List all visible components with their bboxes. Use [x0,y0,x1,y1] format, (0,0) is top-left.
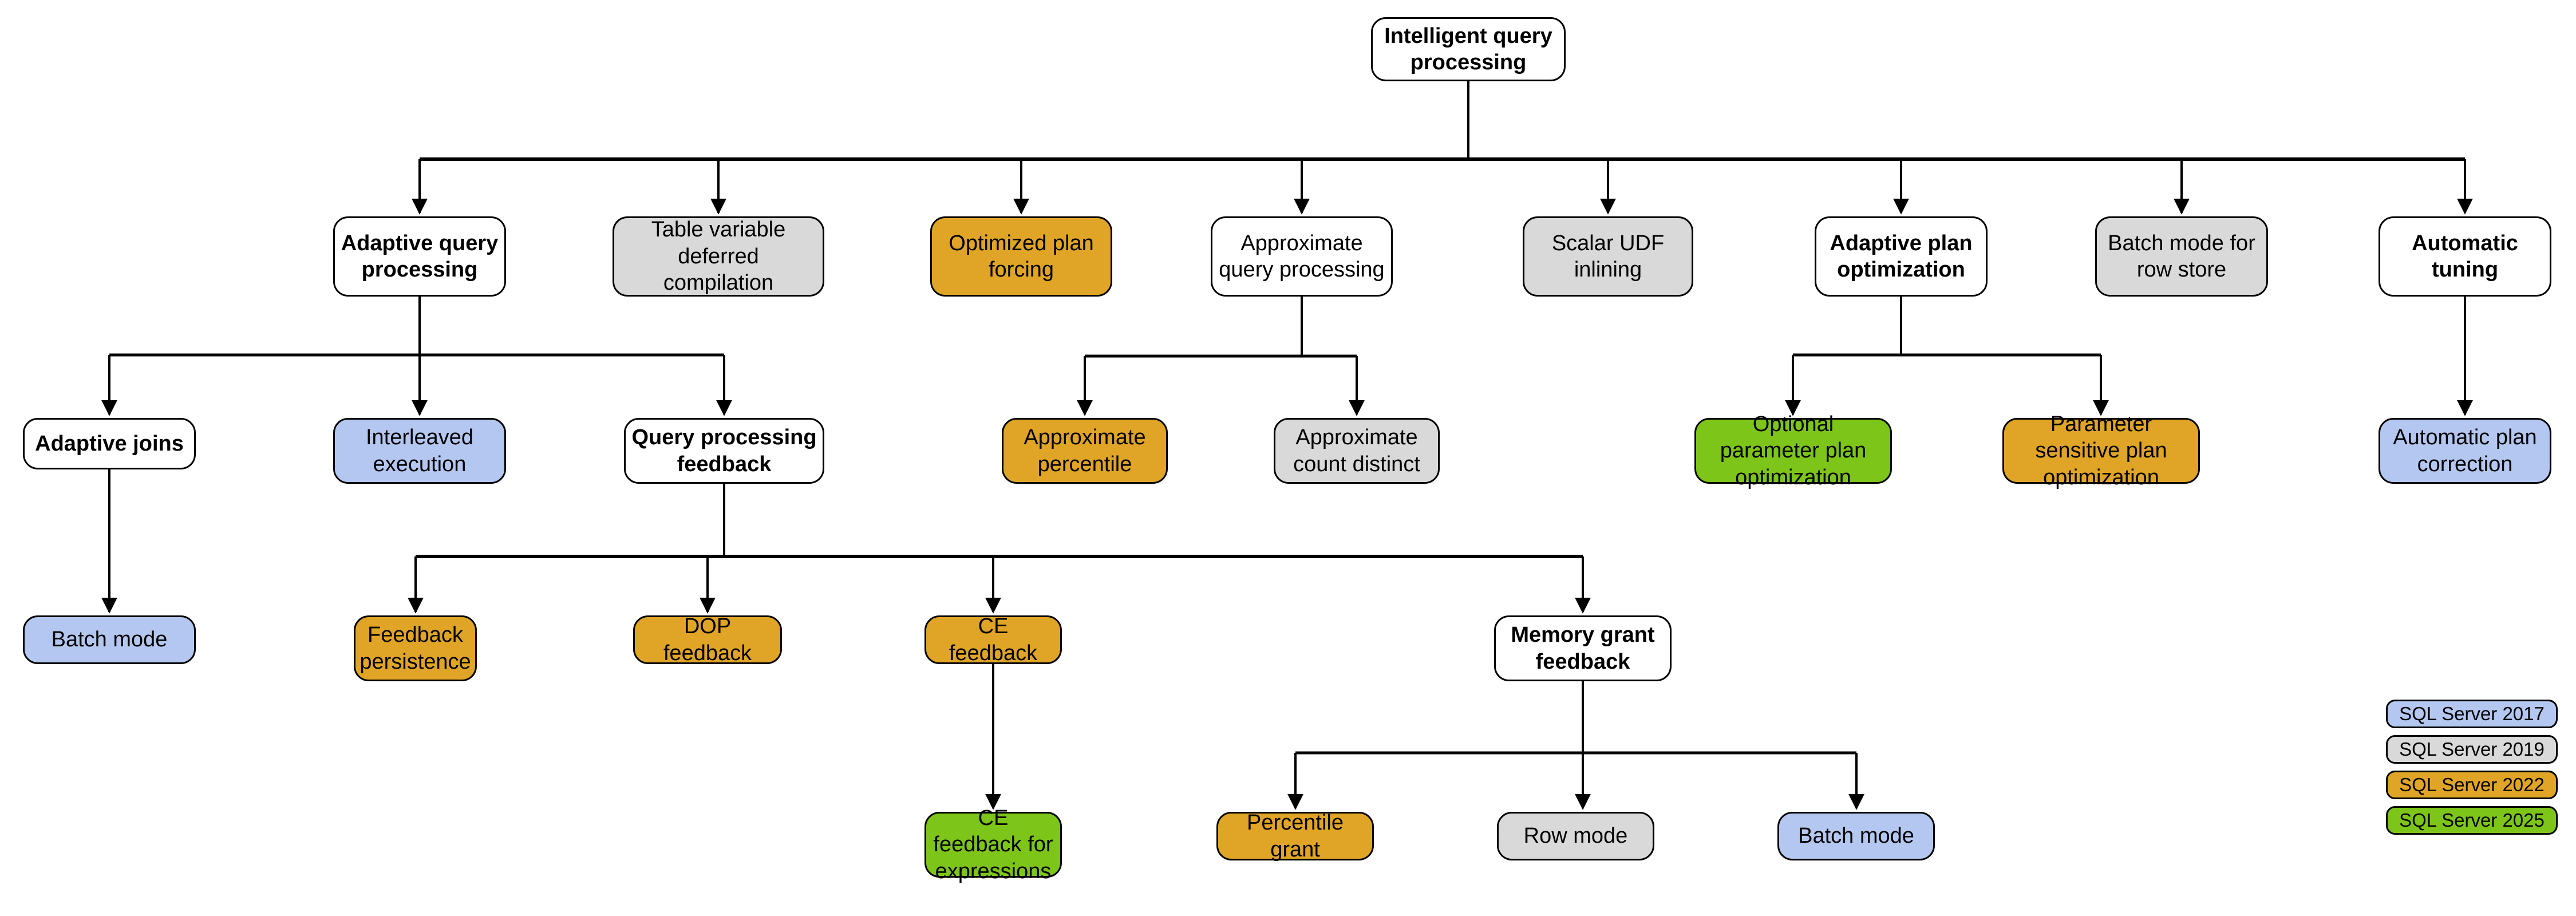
node-label-ajoins: Adaptive joins [35,431,184,456]
node-oppo[interactable]: Optional parameter plan optimization [1694,412,1892,489]
node-cefbexpr[interactable]: CE feedback for expressions [924,806,1062,883]
node-label-qpf: Query processing feedback [631,425,817,476]
node-label-apq: Approximate query processing [1219,231,1385,282]
node-label-batchmode2: Batch mode [1798,824,1914,848]
node-interleaved[interactable]: Interleaved execution [333,418,506,484]
legend-item-2: SQL Server 2022 [2386,771,2558,799]
node-sudf[interactable]: Scalar UDF inlining [1523,216,1693,297]
node-apq[interactable]: Approximate query processing [1211,216,1393,297]
legend-item-0: SQL Server 2017 [2386,700,2558,728]
node-acd[interactable]: Approximate count distinct [1274,418,1440,484]
node-label-oppo: Optional parameter plan optimization [1720,412,1867,489]
node-label-opf: Optimized plan forcing [949,231,1094,282]
node-rowmode[interactable]: Row mode [1497,812,1654,860]
node-opf[interactable]: Optimized plan forcing [930,216,1112,297]
node-autotune[interactable]: Automatic tuning [2379,216,2551,297]
node-label-bmrs: Batch mode for row store [2108,231,2255,282]
node-label-acd: Approximate count distinct [1293,425,1420,476]
node-label-pspo: Parameter sensitive plan optimization [2035,412,2167,489]
legend-item-label: SQL Server 2022 [2399,774,2545,795]
node-label-apo: Adaptive plan optimization [1830,231,1973,282]
node-label-mgf: Memory grant feedback [1511,623,1655,674]
node-label-fbpersist: Feedback persistence [359,623,471,674]
node-appct[interactable]: Approximate percentile [1002,418,1168,484]
node-label-pctgrant: Percentile grant [1247,811,1344,862]
node-label-interleaved: Interleaved execution [365,425,473,476]
node-label-apc: Automatic plan correction [2393,425,2537,476]
node-batchmode2[interactable]: Batch mode [1777,812,1935,860]
legend-item-1: SQL Server 2019 [2386,735,2558,764]
legend-item-3: SQL Server 2025 [2386,806,2558,835]
node-label-root: Intelligent query processing [1384,23,1552,74]
node-label-cefb: CE feedback [949,614,1038,665]
legend-item-label: SQL Server 2019 [2399,739,2545,760]
node-label-rowmode: Row mode [1523,824,1628,848]
node-pspo[interactable]: Parameter sensitive plan optimization [2002,412,2200,489]
node-dopfb[interactable]: DOP feedback [633,614,782,665]
node-apo[interactable]: Adaptive plan optimization [1815,216,1988,297]
node-bmrs[interactable]: Batch mode for row store [2095,216,2268,297]
node-batchmode1[interactable]: Batch mode [23,615,196,664]
node-aqp[interactable]: Adaptive query processing [333,216,506,297]
node-label-appct: Approximate percentile [1024,425,1146,476]
node-fbpersist[interactable]: Feedback persistence [354,615,477,681]
node-apc[interactable]: Automatic plan correction [2379,418,2551,484]
node-pctgrant[interactable]: Percentile grant [1216,811,1374,862]
node-label-tvdc: Table variable deferred compilation [651,218,786,295]
legend-item-label: SQL Server 2017 [2399,703,2545,724]
node-mgf[interactable]: Memory grant feedback [1494,615,1672,681]
node-tvdc[interactable]: Table variable deferred compilation [613,216,824,297]
legend-item-label: SQL Server 2025 [2399,810,2545,831]
node-label-batchmode1: Batch mode [51,627,168,652]
node-root[interactable]: Intelligent query processing [1371,17,1566,81]
node-label-aqp: Adaptive query processing [341,231,499,282]
node-label-sudf: Scalar UDF inlining [1551,231,1665,282]
node-label-cefbexpr: CE feedback for expressions [933,806,1053,883]
node-cefb[interactable]: CE feedback [924,614,1062,665]
node-label-dopfb: DOP feedback [663,614,752,665]
node-ajoins[interactable]: Adaptive joins [23,418,196,469]
node-qpf[interactable]: Query processing feedback [624,418,824,484]
node-label-autotune: Automatic tuning [2412,231,2518,282]
